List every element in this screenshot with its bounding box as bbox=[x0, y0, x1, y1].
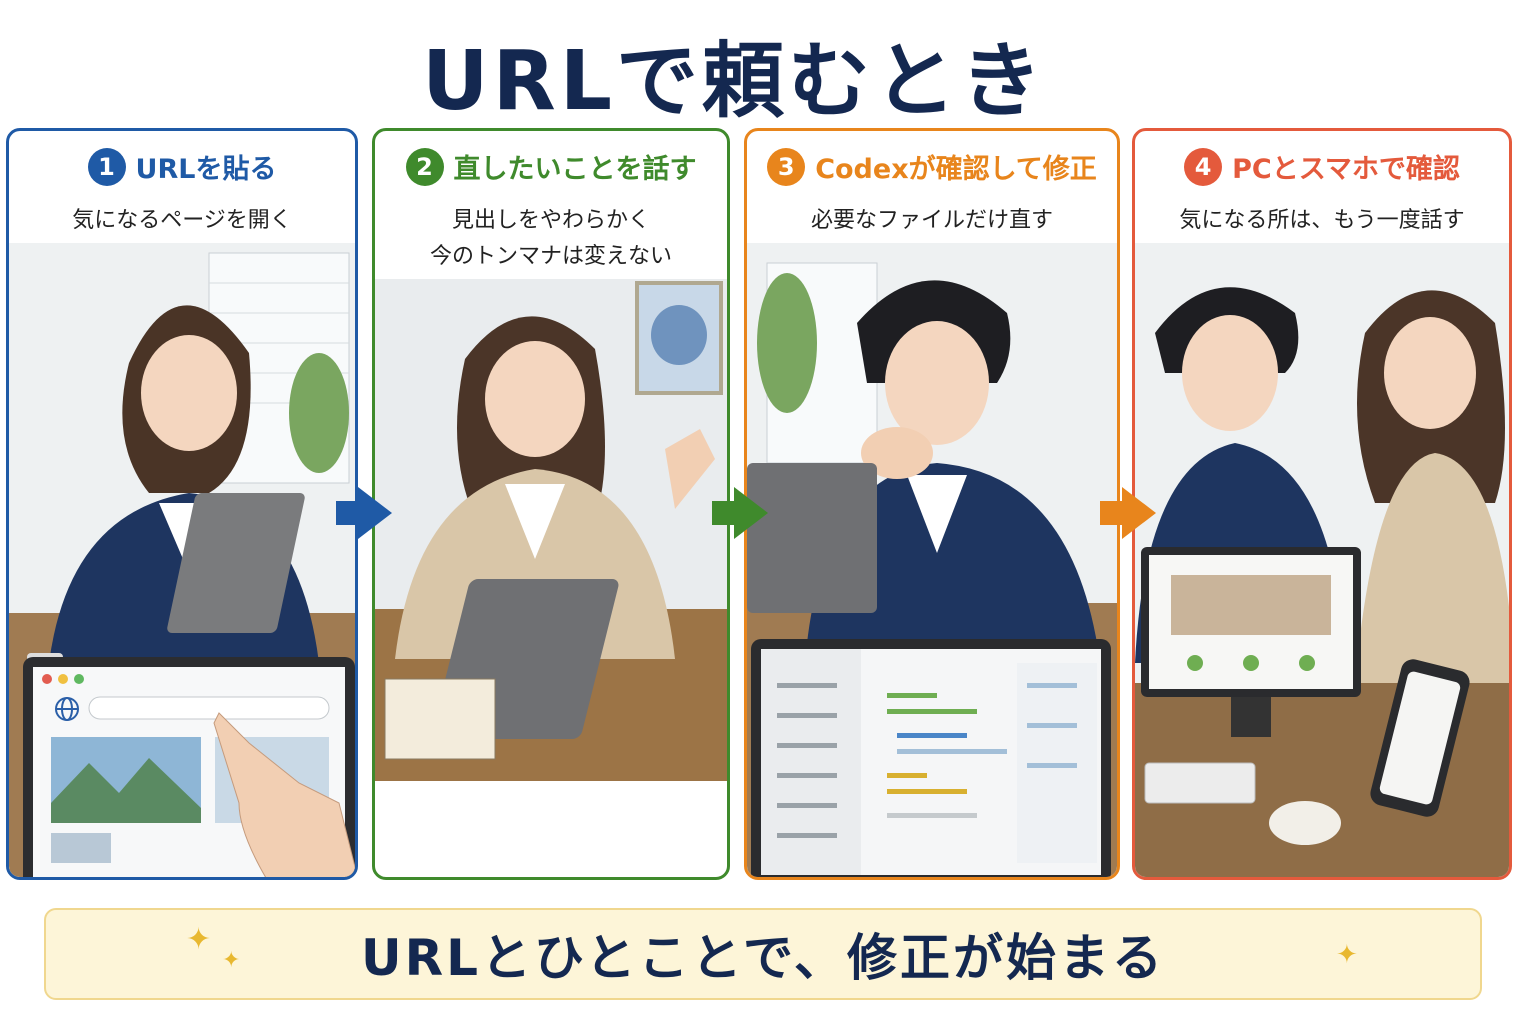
step-number-badge: 1 bbox=[87, 147, 126, 186]
step-number-badge: 3 bbox=[767, 147, 806, 186]
step-header-2: 2 直したいことを話す bbox=[375, 147, 727, 186]
step-title: URLを貼る bbox=[135, 154, 277, 185]
illustration-woman-opening-url bbox=[9, 243, 355, 877]
step-caption: 必要なファイルだけ直す bbox=[747, 203, 1117, 239]
step-panel-3: 3 Codexが確認して修正 必要なファイルだけ直す bbox=[744, 128, 1120, 880]
step-title: 直したいことを話す bbox=[453, 154, 697, 185]
illustration-man-reviewing-code bbox=[747, 243, 1117, 877]
step-number-badge: 2 bbox=[405, 147, 444, 186]
illustration-woman-explaining-change bbox=[375, 279, 727, 781]
illustration-checking-pc-and-phone bbox=[1135, 243, 1509, 877]
step-panel-4: 4 PCとスマホで確認 気になる所は、もう一度話す bbox=[1132, 128, 1512, 880]
caption-line: 見出しをやわらかく bbox=[451, 208, 650, 233]
sparkle-icon: ✦ bbox=[222, 948, 241, 973]
sparkle-icon: ✦ bbox=[1336, 940, 1358, 970]
step-header-3: 3 Codexが確認して修正 bbox=[747, 147, 1117, 186]
caption-line: 気になる所は、もう一度話す bbox=[1179, 208, 1465, 233]
summary-banner: ✦ ✦ ✦ URLとひとことで、修正が始まる bbox=[44, 908, 1482, 1000]
caption-line: 気になるページを開く bbox=[72, 208, 292, 233]
caption-line: 今のトンマナは変えない bbox=[429, 244, 672, 269]
step-title: Codexが確認して修正 bbox=[815, 154, 1097, 185]
step-caption: 気になるページを開く bbox=[9, 203, 355, 239]
step-header-1: 1 URLを貼る bbox=[9, 147, 355, 186]
step-header-4: 4 PCとスマホで確認 bbox=[1135, 147, 1509, 186]
step-panel-2: 2 直したいことを話す 見出しをやわらかく 今のトンマナは変えない bbox=[372, 128, 730, 880]
summary-text: URLとひとことで、修正が始まる bbox=[361, 929, 1165, 987]
step-number-badge: 4 bbox=[1184, 147, 1223, 186]
step-caption: 気になる所は、もう一度話す bbox=[1135, 203, 1509, 239]
caption-line: 必要なファイルだけ直す bbox=[810, 208, 1053, 233]
page-title: URLで頼むとき bbox=[422, 34, 1046, 129]
step-caption: 見出しをやわらかく 今のトンマナは変えない bbox=[375, 203, 727, 275]
step-title: PCとスマホで確認 bbox=[1232, 154, 1460, 185]
step-panel-1: 1 URLを貼る 気になるページを開く bbox=[6, 128, 358, 880]
pointing-hand-icon bbox=[213, 712, 355, 877]
sparkle-icon: ✦ bbox=[186, 922, 212, 957]
globe-icon bbox=[55, 697, 79, 721]
